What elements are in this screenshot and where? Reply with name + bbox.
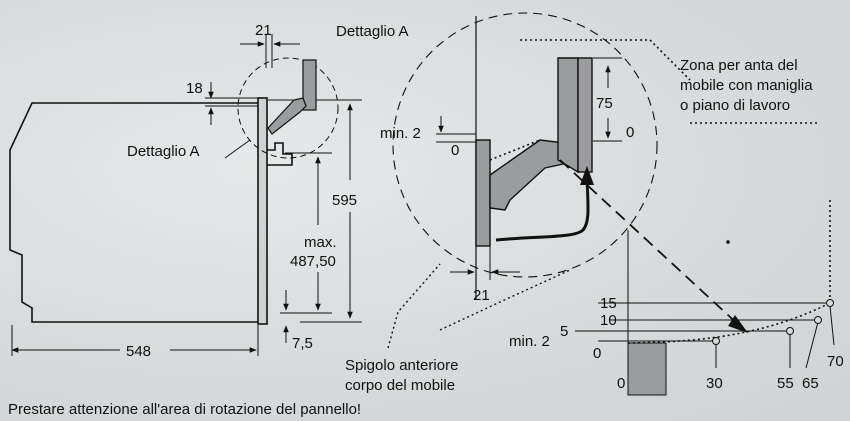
zona-line2: mobile con maniglia [680,77,813,94]
dim-75 [593,57,622,142]
max-label: max. [304,234,337,251]
zero-detail-label: 0 [451,142,459,159]
footer-note: Prestare attenzione all'area di rotazion… [8,401,361,418]
dim-18-label: 18 [186,80,203,97]
dim-21-top-label: 21 [255,22,272,39]
dim-21-top [240,34,300,68]
zona-line1: Zona per anta del [680,57,798,74]
oven-side-view [9,97,293,325]
zero-right-label: 0 [626,124,634,141]
dim-21-bottom [450,246,520,280]
dim-548 [11,325,259,356]
scale-10-label: 10 [600,312,617,329]
spigolo-line1: Spigolo anteriore [345,357,458,374]
small-hinge [267,59,317,135]
oven-front-panel [475,139,491,247]
detail-circle-small [237,57,339,159]
dettaglio-a-leader [224,139,251,159]
dim-548-label: 548 [126,343,151,360]
dim-18 [205,82,258,125]
dim-75-label: 75 [596,95,613,112]
dettaglio-a-left-label: Dettaglio A [127,143,200,160]
dim-595 [268,99,362,323]
furniture-door [557,57,579,174]
scale-15-label: 15 [600,295,617,312]
scale-min2-label: min. 2 [509,333,550,350]
x-30-label: 30 [706,375,723,392]
spigolo-line2: corpo del mobile [345,377,455,394]
dettaglio-a-top-label: Dettaglio A [336,23,409,40]
x-65-label: 65 [802,375,819,392]
x-55-label: 55 [777,375,794,392]
scale-5-label: 5 [560,323,568,340]
hinge-arm [489,139,579,211]
x-0-label: 0 [617,375,625,392]
dim-487-label: 487,50 [290,253,336,270]
x-70-label: 70 [827,353,844,370]
dim-21-bottom-label: 21 [473,287,490,304]
rotation-path-line [559,159,743,329]
detail-circle-large [392,12,658,278]
dim-min2-detail [436,116,476,143]
min2-detail-label: min. 2 [380,125,421,142]
clearance-scale [575,200,835,396]
dim-487 [280,152,332,314]
scale-0-label: 0 [593,345,601,362]
zone-dotted-line [520,39,691,81]
zona-line3: o piano di lavoro [680,97,790,114]
dim-7-5-label: 7,5 [292,335,313,352]
rotation-arrow [495,177,590,242]
dim-595-label: 595 [332,192,357,209]
detail-parts [475,57,593,247]
